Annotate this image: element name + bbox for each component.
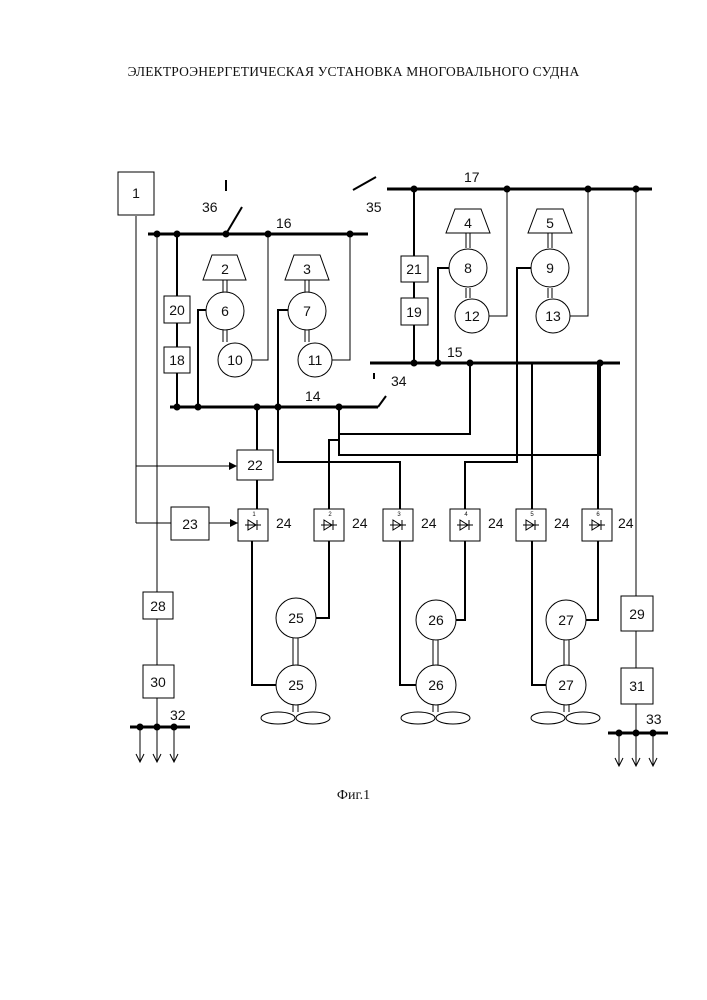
converter-4-label: 24 xyxy=(488,515,504,531)
box-19: 19 xyxy=(401,298,428,325)
converter-5-label: 24 xyxy=(554,515,570,531)
motor-27-upper-label: 27 xyxy=(558,612,574,628)
motor-26-lower: 26 xyxy=(416,665,456,705)
consumer-bus-33: 33 xyxy=(608,711,668,766)
box-31-label: 31 xyxy=(629,678,645,694)
consumer-bus-32: 32 xyxy=(130,707,190,762)
box-21: 21 xyxy=(401,256,428,282)
exciter-10-label: 10 xyxy=(227,352,243,368)
converter-2-label: 24 xyxy=(352,515,368,531)
switch-36-label: 36 xyxy=(202,199,218,215)
consumer-bus-32-label: 32 xyxy=(170,707,186,723)
motor-26-upper-label: 26 xyxy=(428,612,444,628)
converter-3-label: 24 xyxy=(421,515,437,531)
motor-27-upper: 27 xyxy=(546,600,586,640)
exciter-13-label: 13 xyxy=(545,308,561,324)
converter-6-label: 24 xyxy=(618,515,634,531)
box-28: 28 xyxy=(143,592,173,619)
exciter-11: 11 xyxy=(298,343,332,377)
switch-35: 35 xyxy=(353,177,382,215)
box-19-label: 19 xyxy=(406,304,422,320)
diesel-2: 2 xyxy=(203,255,246,280)
diesel-3-label: 3 xyxy=(303,261,311,277)
box-22-label: 22 xyxy=(247,457,263,473)
propeller-25 xyxy=(261,712,330,724)
box-30-label: 30 xyxy=(150,674,166,690)
propeller-26 xyxy=(401,712,470,724)
box-20: 20 xyxy=(164,296,190,323)
generator-8-label: 8 xyxy=(464,260,472,276)
motor-26-lower-label: 26 xyxy=(428,677,444,693)
converter-1: 1 24 xyxy=(238,509,292,541)
diesel-5-label: 5 xyxy=(546,215,554,231)
exciter-11-label: 11 xyxy=(308,352,323,368)
bus-16-label: 16 xyxy=(276,215,292,231)
exciter-12: 12 xyxy=(455,299,489,333)
box-22: 22 xyxy=(237,450,273,480)
generator-6-label: 6 xyxy=(221,303,229,319)
bus-14: 14 xyxy=(170,388,378,407)
exciter-12-label: 12 xyxy=(464,308,480,324)
switch-34-label: 34 xyxy=(391,373,407,389)
exciter-13: 13 xyxy=(536,299,570,333)
box-23: 23 xyxy=(171,507,209,540)
box-20-label: 20 xyxy=(169,302,185,318)
diesel-3: 3 xyxy=(285,255,329,280)
generator-6: 6 xyxy=(206,292,244,330)
exciter-10: 10 xyxy=(218,343,252,377)
motor-25-lower-label: 25 xyxy=(288,677,304,693)
switch-35-label: 35 xyxy=(366,199,382,215)
consumer-bus-33-label: 33 xyxy=(646,711,662,727)
box-21-label: 21 xyxy=(406,261,422,277)
propeller-27 xyxy=(531,712,600,724)
box-29-label: 29 xyxy=(629,606,645,622)
diesel-4-label: 4 xyxy=(464,215,472,231)
motor-25-upper-label: 25 xyxy=(288,610,304,626)
switch-36: 36 xyxy=(202,180,242,234)
converter-6: 6 24 xyxy=(582,509,634,541)
generator-8: 8 xyxy=(449,249,487,287)
diesel-4: 4 xyxy=(446,209,490,233)
switch-34: 34 xyxy=(374,373,407,407)
box-30: 30 xyxy=(143,665,174,698)
box-1: 1 xyxy=(118,172,154,215)
generator-7: 7 xyxy=(288,292,326,330)
bus-14-label: 14 xyxy=(305,388,321,404)
bus-15-label: 15 xyxy=(447,344,463,360)
box-1-label: 1 xyxy=(132,185,140,201)
diesel-2-label: 2 xyxy=(221,261,229,277)
motor-26-upper: 26 xyxy=(416,600,456,640)
diesel-5: 5 xyxy=(528,209,572,233)
bus-17: 17 xyxy=(387,169,652,189)
bus-17-label: 17 xyxy=(464,169,480,185)
box-18-label: 18 xyxy=(169,352,185,368)
motor-27-lower: 27 xyxy=(546,665,586,705)
motor-27-lower-label: 27 xyxy=(558,677,574,693)
box-28-label: 28 xyxy=(150,598,166,614)
box-29: 29 xyxy=(621,596,653,631)
converter-4: 4 24 xyxy=(450,509,504,541)
figure-caption: Фиг.1 xyxy=(0,788,707,804)
generator-9-label: 9 xyxy=(546,260,554,276)
converter-2: 2 24 xyxy=(314,509,368,541)
motor-25-upper: 25 xyxy=(276,598,316,638)
box-18: 18 xyxy=(164,347,190,373)
converter-3: 3 24 xyxy=(383,509,437,541)
bus-15: 15 xyxy=(370,344,620,363)
box-23-label: 23 xyxy=(182,516,198,532)
box-31: 31 xyxy=(621,668,653,704)
generator-7-label: 7 xyxy=(303,303,311,319)
bus-16: 16 xyxy=(148,215,368,234)
generator-9: 9 xyxy=(531,249,569,287)
converter-5: 5 24 xyxy=(516,509,570,541)
motor-25-lower: 25 xyxy=(276,665,316,705)
converter-1-label: 24 xyxy=(276,515,292,531)
